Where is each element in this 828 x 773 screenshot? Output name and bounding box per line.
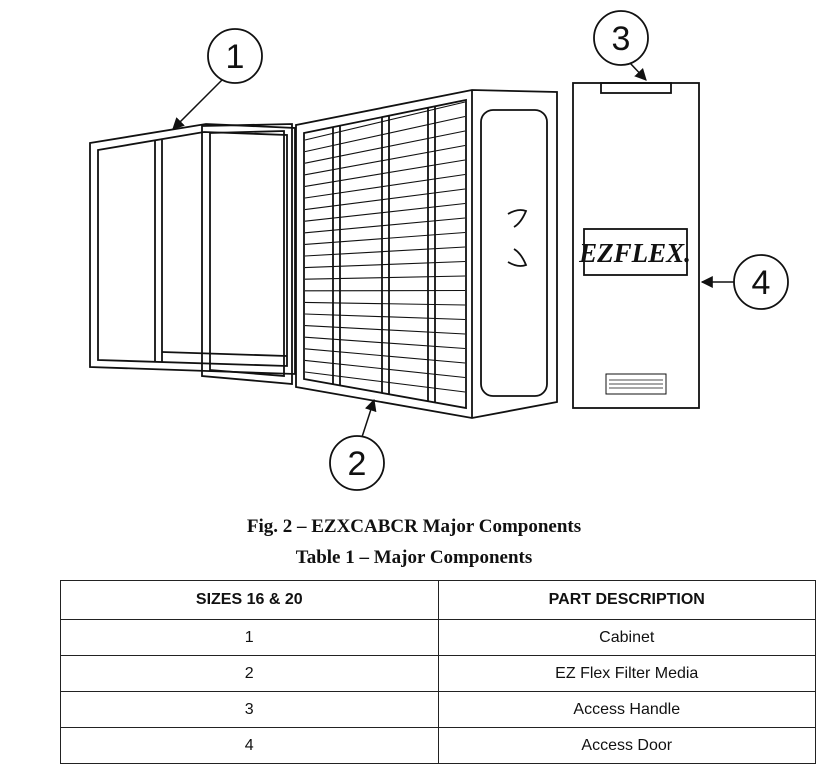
filter-pleat [304,260,466,269]
ezflex-logo: EZFLEX. [578,238,691,268]
header-part-description: PART DESCRIPTION [437,580,816,620]
table-row: 1 Cabinet [60,619,816,656]
filter-pleat [304,144,466,176]
filter-pleat [304,371,466,393]
components-illustration: EZFLEX. 1 2 3 4 [89,10,789,491]
filter-pleat [304,159,466,187]
filter-pleats [304,101,466,393]
filter-pleat [304,275,466,280]
row-2-number: 2 [60,655,439,692]
filter-pleat [304,231,466,245]
filter-pleat [304,101,466,141]
figure-caption: Fig. 2 – EZXCABCR Major Components [246,516,582,537]
callout-2-label: 2 [348,445,367,483]
row-1-number: 1 [60,619,439,656]
callout-2: 2 [329,398,385,491]
row-3-number: 3 [60,691,439,728]
access-door-drawing [572,82,700,409]
filter-pleat [304,336,466,350]
table-row: 2 EZ Flex Filter Media [60,655,816,692]
filter-pleat [304,188,466,211]
filter-pleat [304,313,466,321]
row-3-description: Access Handle [437,691,816,728]
filter-pleat [304,115,466,153]
table-header-row: SIZES 16 & 20 PART DESCRIPTION [60,580,816,620]
callout-4: 4 [700,254,789,310]
table-row: 3 Access Handle [60,691,816,728]
row-1-description: Cabinet [437,619,816,656]
callout-3-label: 3 [612,20,631,58]
filter-pleat [304,130,466,164]
callout-1: 1 [172,28,263,130]
filter-pleat [304,202,466,222]
filter-pleat [304,217,466,234]
filter-pleat [304,325,466,335]
callout-3: 3 [593,10,649,81]
callout-4-label: 4 [752,264,771,302]
filter-pleat [304,359,466,379]
row-4-number: 4 [60,727,439,764]
header-sizes: SIZES 16 & 20 [60,580,439,620]
row-2-description: EZ Flex Filter Media [437,655,816,692]
filter-media-drawing [295,89,558,419]
table-caption: Table 1 – Major Components [295,547,533,568]
filter-pleat [304,246,466,257]
filter-pleat [304,301,466,306]
components-table: SIZES 16 & 20 PART DESCRIPTION 1 Cabinet… [60,580,816,764]
filter-pleat [304,173,466,199]
filter-pleat [304,348,466,364]
cabinet-drawing [89,123,296,385]
callout-1-label: 1 [226,38,245,76]
table-row: 4 Access Door [60,727,816,764]
row-4-description: Access Door [437,727,816,764]
